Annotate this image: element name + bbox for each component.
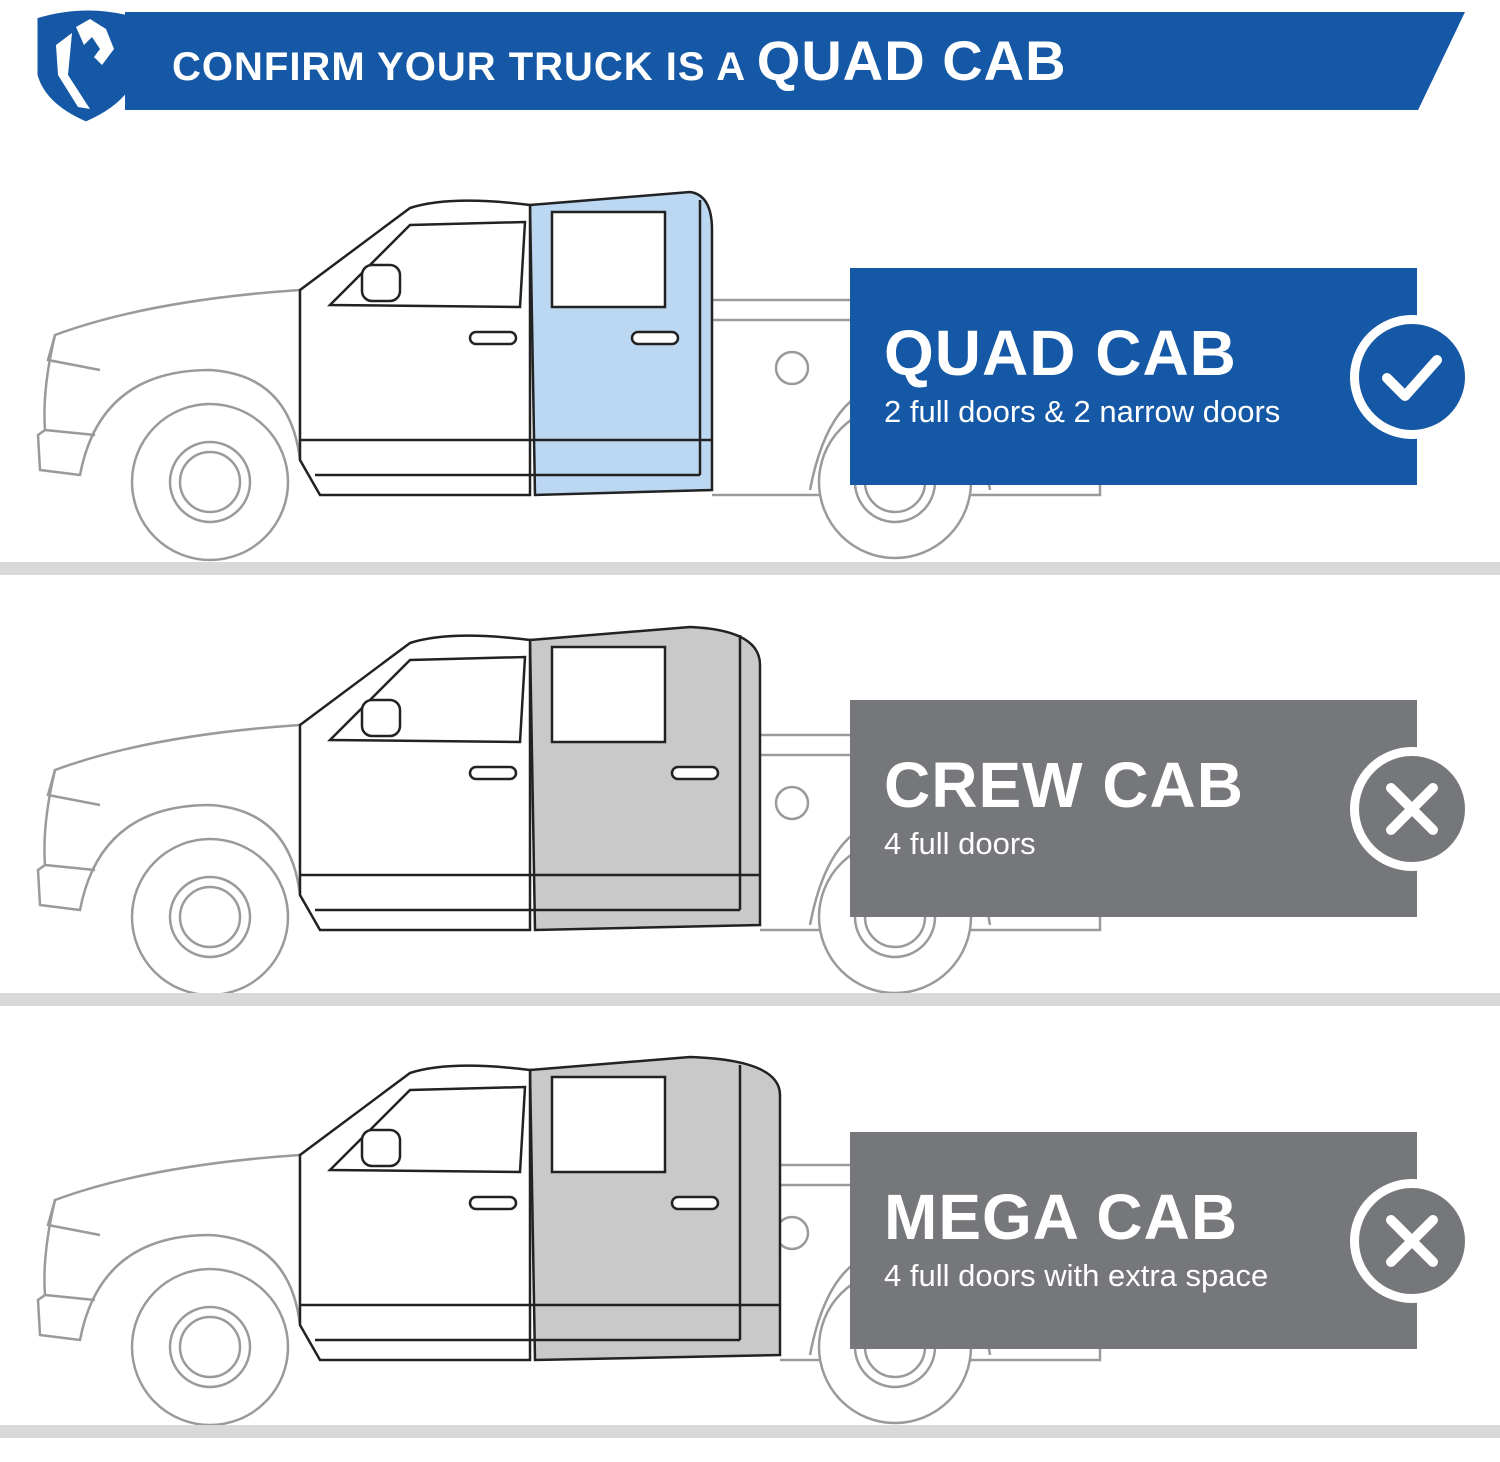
header-banner	[125, 12, 1465, 110]
x-icon	[1350, 1179, 1474, 1303]
page-title: CONFIRM YOUR TRUCK IS A QUAD CAB	[172, 28, 1067, 93]
divider	[0, 993, 1500, 1006]
check-icon	[1350, 315, 1474, 439]
divider	[0, 562, 1500, 575]
truck-illustration	[36, 625, 1102, 997]
option-title: CREW CAB	[884, 749, 1244, 821]
cab-outline	[298, 625, 762, 932]
x-icon	[1350, 747, 1474, 871]
option-quad-cab: QUAD CAB 2 full doors & 2 narrow doors	[0, 130, 1500, 562]
option-subtitle: 4 full doors	[884, 826, 1036, 861]
option-mega-cab: MEGA CAB 4 full doors with extra space	[0, 995, 1500, 1427]
cab-outline	[298, 1055, 782, 1362]
option-title: QUAD CAB	[884, 317, 1237, 389]
truck-illustration	[36, 1055, 1102, 1427]
option-label-box: QUAD CAB 2 full doors & 2 narrow doors	[850, 268, 1417, 485]
option-title: MEGA CAB	[884, 1181, 1239, 1253]
option-crew-cab: CREW CAB 4 full doors	[0, 565, 1500, 997]
option-label-box: MEGA CAB 4 full doors with extra space	[850, 1132, 1417, 1349]
option-subtitle: 2 full doors & 2 narrow doors	[884, 394, 1281, 429]
title-prefix: CONFIRM YOUR TRUCK IS A	[172, 45, 745, 89]
option-label-box: CREW CAB 4 full doors	[850, 700, 1417, 917]
option-subtitle: 4 full doors with extra space	[884, 1258, 1269, 1293]
title-emphasis: QUAD CAB	[756, 29, 1067, 92]
cab-outline	[298, 190, 714, 497]
divider	[0, 1425, 1500, 1438]
